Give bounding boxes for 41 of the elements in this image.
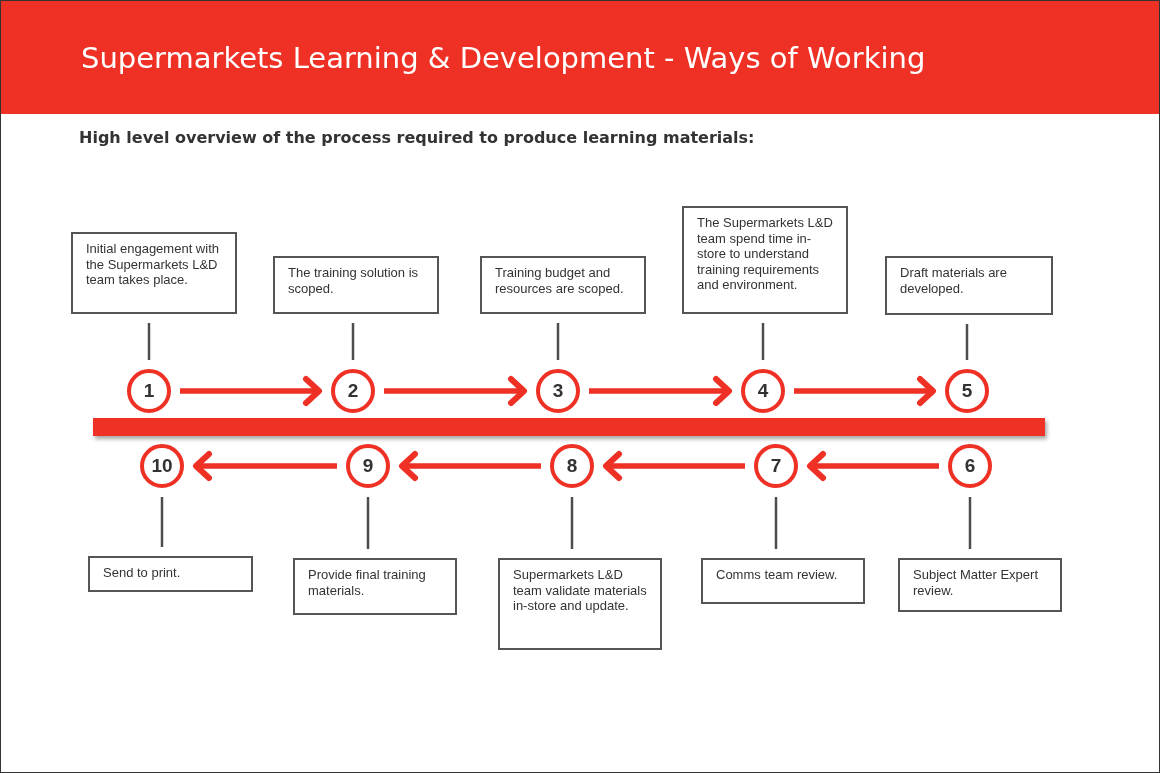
subtitle: High level overview of the process required to produce learning materials: bbox=[79, 128, 755, 147]
arrow bbox=[399, 451, 541, 481]
leader-line bbox=[968, 497, 972, 549]
step-number-circle: 7 bbox=[754, 444, 798, 488]
step-description-box: Training budget and resources are scoped. bbox=[480, 256, 646, 314]
step-description-box: Subject Matter Expert review. bbox=[898, 558, 1062, 612]
step-number-circle: 10 bbox=[140, 444, 184, 488]
step-number-circle: 8 bbox=[550, 444, 594, 488]
arrow bbox=[180, 376, 322, 406]
leader-line bbox=[965, 324, 969, 360]
leader-line bbox=[556, 323, 560, 360]
title: Supermarkets Learning & Development - Ways of Working bbox=[81, 41, 926, 75]
step-number-circle: 9 bbox=[346, 444, 390, 488]
step-number-circle: 5 bbox=[945, 369, 989, 413]
step-description-box: Comms team review. bbox=[701, 558, 865, 604]
step-description-box: Supermarkets L&D team validate materials in-store and update. bbox=[498, 558, 662, 650]
step-description-box: Provide final training materials. bbox=[293, 558, 457, 615]
step-number-circle: 3 bbox=[536, 369, 580, 413]
step-number-circle: 6 bbox=[948, 444, 992, 488]
timeline-bar bbox=[93, 418, 1045, 436]
leader-line bbox=[761, 323, 765, 360]
step-description-box: Send to print. bbox=[88, 556, 253, 592]
step-description-box: The Supermarkets L&D team spend time in-store to understand training requirements and environment. bbox=[682, 206, 848, 314]
leader-line bbox=[147, 323, 151, 360]
step-description-box: Initial engagement with the Supermarkets L&D team takes place. bbox=[71, 232, 237, 314]
leader-line bbox=[160, 497, 164, 547]
leader-line bbox=[570, 497, 574, 549]
arrow bbox=[384, 376, 527, 406]
arrow bbox=[193, 451, 337, 481]
leader-line bbox=[774, 497, 778, 549]
arrow bbox=[589, 376, 732, 406]
arrow bbox=[807, 451, 939, 481]
step-number-circle: 4 bbox=[741, 369, 785, 413]
arrow bbox=[603, 451, 745, 481]
leader-line bbox=[366, 497, 370, 549]
leader-line bbox=[351, 323, 355, 360]
step-number-circle: 1 bbox=[127, 369, 171, 413]
step-number-circle: 2 bbox=[331, 369, 375, 413]
arrow bbox=[794, 376, 936, 406]
step-description-box: The training solution is scoped. bbox=[273, 256, 439, 314]
step-description-box: Draft materials are developed. bbox=[885, 256, 1053, 315]
